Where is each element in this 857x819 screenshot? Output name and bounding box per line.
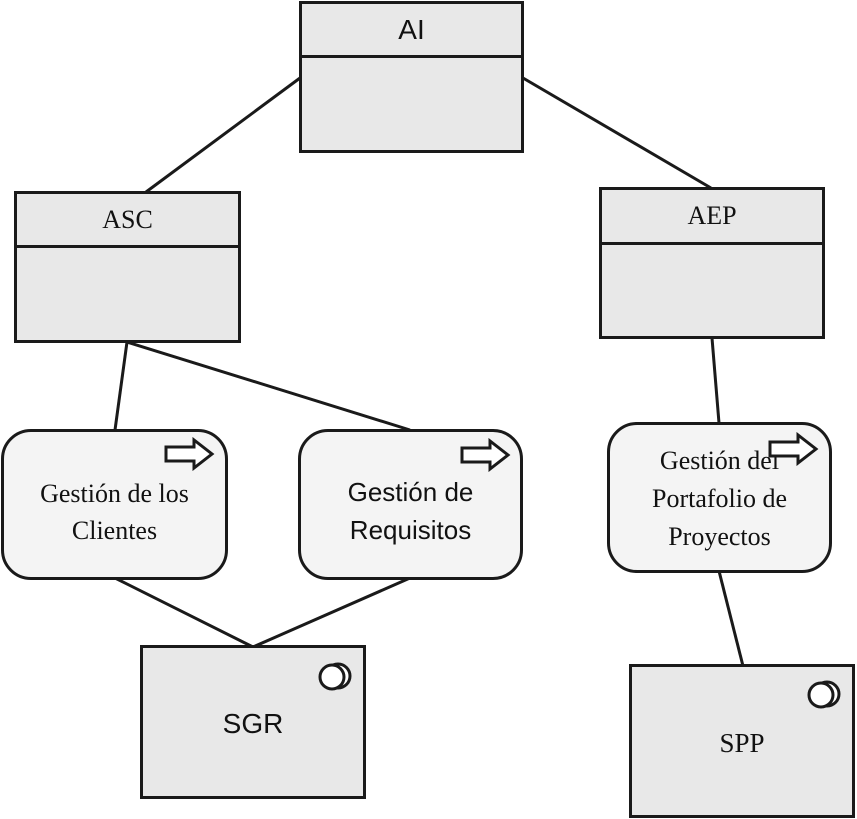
process-gestion-portafolio-line1: Gestión del	[659, 445, 780, 475]
arrow-icon	[164, 437, 215, 471]
node-ai: AI	[299, 1, 524, 153]
process-gestion-portafolio-line3: Proyectos	[668, 521, 771, 551]
node-asc-label: ASC	[102, 204, 153, 234]
process-gestion-requisitos-line1: Gestión de	[347, 476, 474, 507]
connector-ai-aep	[522, 76, 712, 190]
collaboration-icon	[807, 680, 841, 709]
connector-aep-portafolio	[710, 337, 721, 424]
node-ai-label: AI	[398, 13, 425, 45]
node-aep: AEP	[599, 187, 825, 339]
collaboration-icon	[318, 662, 352, 691]
node-aep-label: AEP	[687, 201, 737, 230]
node-asc-header: ASC	[17, 194, 238, 248]
connector-portafolio-spp	[717, 570, 745, 667]
node-ai-header: AI	[302, 4, 521, 58]
arrow-icon	[768, 432, 819, 466]
node-asc: ASC	[14, 191, 241, 343]
connector-clientes-sgr	[114, 576, 254, 649]
connector-requisitos-sgr	[252, 576, 411, 649]
process-gestion-requisitos-line2: Requisitos	[349, 514, 472, 545]
node-aep-header: AEP	[602, 190, 822, 245]
connector-asc-clientes	[113, 341, 129, 431]
process-gestion-clientes-line1: Gestión de los	[40, 478, 189, 508]
component-sgr: SGR	[140, 645, 366, 799]
component-spp-label: SPP	[719, 727, 765, 758]
component-sgr-label: SGR	[222, 708, 284, 739]
process-gestion-clientes-line2: Clientes	[71, 515, 158, 545]
connector-asc-requisitos	[126, 340, 411, 432]
arrow-icon	[460, 438, 511, 472]
process-gestion-portafolio-line2: Portafolio de	[651, 483, 788, 513]
connector-ai-asc	[145, 76, 301, 194]
